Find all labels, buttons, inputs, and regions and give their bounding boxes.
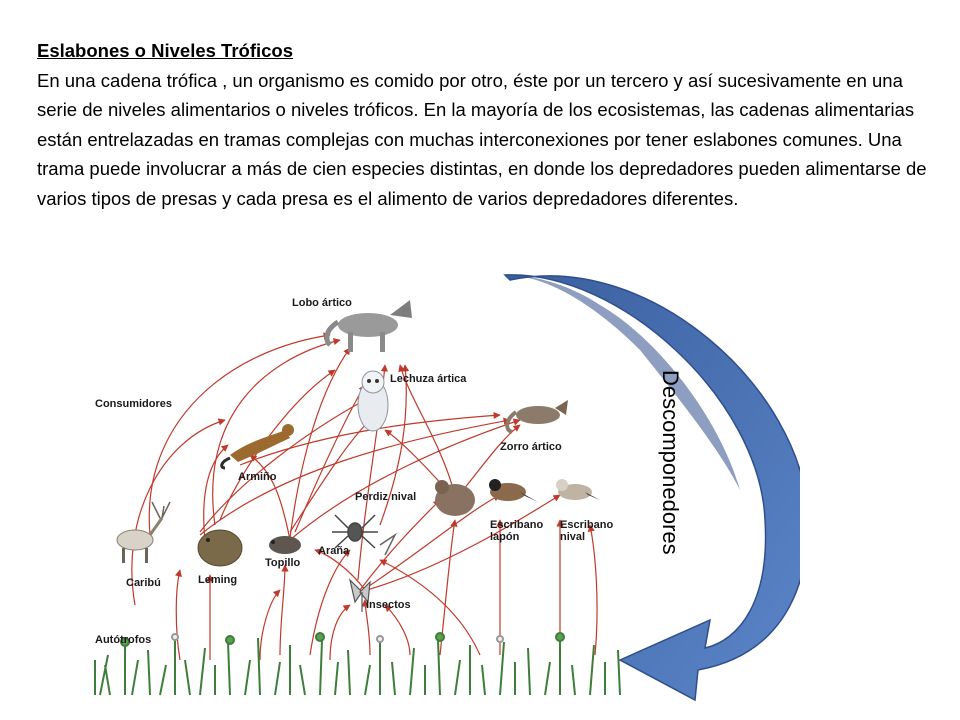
lemming-illustration bbox=[197, 529, 243, 567]
spider-illustration bbox=[332, 514, 397, 556]
insects-illustration bbox=[348, 578, 371, 612]
label-fox: Zorro ártico bbox=[500, 441, 562, 453]
label-ptarmigan: Perdiz nival bbox=[355, 491, 416, 503]
label-insects: Insectos bbox=[366, 599, 411, 611]
label-lemming: Leming bbox=[198, 574, 237, 586]
bunting-lapland-illustration bbox=[489, 479, 538, 502]
vole-illustration bbox=[269, 536, 301, 554]
caribou-illustration bbox=[116, 501, 171, 563]
stoat-illustration bbox=[220, 424, 294, 470]
autotrophs-plants bbox=[94, 632, 621, 696]
heading: Eslabones o Niveles Tróficos bbox=[37, 40, 294, 61]
owl-illustration bbox=[357, 370, 389, 432]
label-vole: Topillo bbox=[265, 557, 301, 569]
text-block: Eslabones o Niveles Tróficos En una cade… bbox=[37, 36, 937, 214]
label-stoat: Armiño bbox=[238, 471, 277, 483]
label-owl: Lechuza ártica bbox=[390, 373, 467, 385]
decomposers-arrow bbox=[503, 274, 800, 702]
label-autotrophs: Autótrofos bbox=[95, 634, 151, 646]
label-wolf: Lobo ártico bbox=[292, 297, 352, 309]
paragraph: En una cadena trófica , un organismo es … bbox=[37, 69, 927, 209]
label-consumers: Consumidores bbox=[95, 398, 172, 410]
food-web-diagram: Descomponedores bbox=[94, 274, 800, 702]
decomposers-label: Descomponedores bbox=[658, 370, 683, 555]
fox-illustration bbox=[505, 400, 568, 434]
label-spider: Araña bbox=[318, 545, 350, 557]
label-caribou: Caribú bbox=[126, 577, 161, 589]
ptarmigan-illustration bbox=[435, 480, 475, 516]
wolf-illustration bbox=[324, 300, 412, 352]
bunting-snow-illustration bbox=[556, 479, 600, 500]
